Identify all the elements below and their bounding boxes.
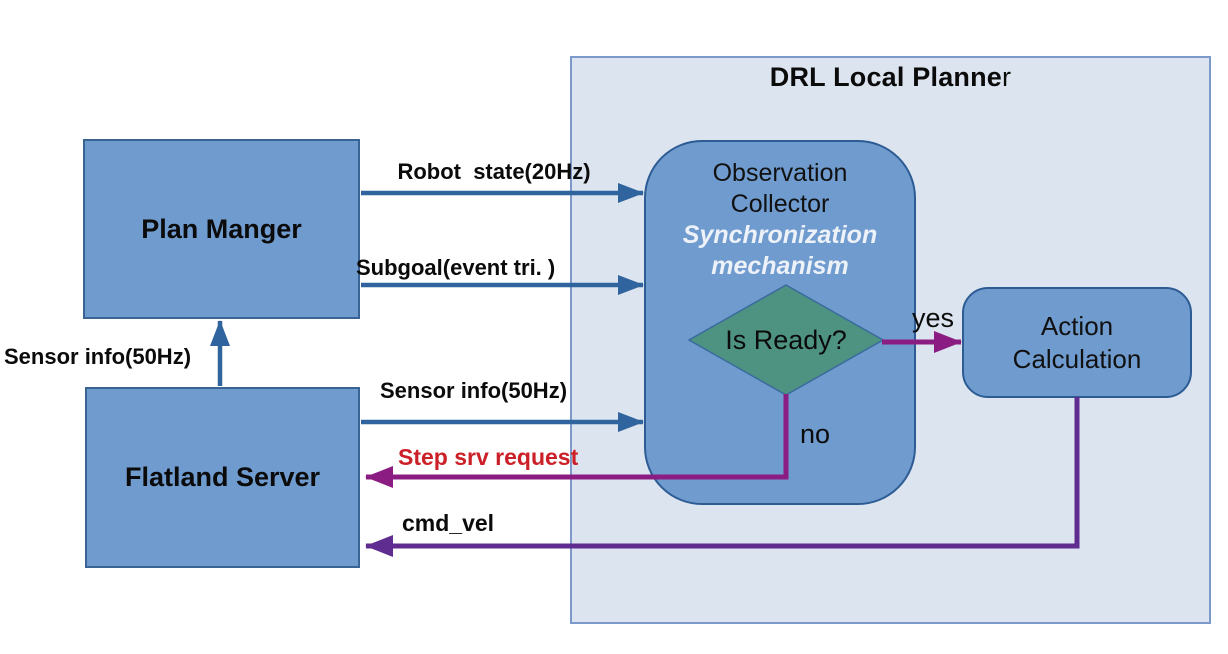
flatland-server-label: Flatland Server (124, 462, 321, 492)
observation-collector-box: Observation Collector Synchronization me… (644, 140, 916, 505)
yes-label: yes (912, 303, 955, 333)
step-srv-request-label: Step srv request (398, 444, 579, 470)
sensor-info-right-label: Sensor info(50Hz) (380, 378, 568, 403)
cmd-vel-label: cmd_vel (402, 510, 495, 536)
flatland-server-box: Flatland Server (85, 387, 360, 568)
synchronization-mechanism-label-line2: mechanism (711, 252, 849, 280)
drl-title-bold-part: DRL Local Planne (769, 62, 1003, 92)
subgoal-label: Subgoal(event tri. ) (356, 255, 556, 280)
plan-manager-label: Plan Manger (141, 213, 302, 244)
sensor-info-up-label: Sensor info(50Hz) (4, 344, 192, 369)
is-ready-label: Is Ready? (725, 325, 847, 355)
synchronization-mechanism-label-line1: Synchronization (682, 221, 878, 249)
action-calculation-box: Action Calculation (962, 287, 1192, 398)
robot-state-label: Robot state(20Hz) (397, 159, 591, 184)
action-calculation-label-line2: Calculation (1012, 343, 1142, 374)
observation-collector-label-line2: Collector (730, 190, 830, 218)
plan-manager-box: Plan Manger (83, 139, 360, 319)
no-label: no (800, 419, 831, 449)
drl-local-planner-title: DRL Local Planner (570, 62, 1211, 93)
observation-collector-label-line1: Observation (712, 159, 848, 187)
drl-title-tail: r (1002, 62, 1012, 92)
action-calculation-label-line1: Action (1040, 310, 1114, 341)
